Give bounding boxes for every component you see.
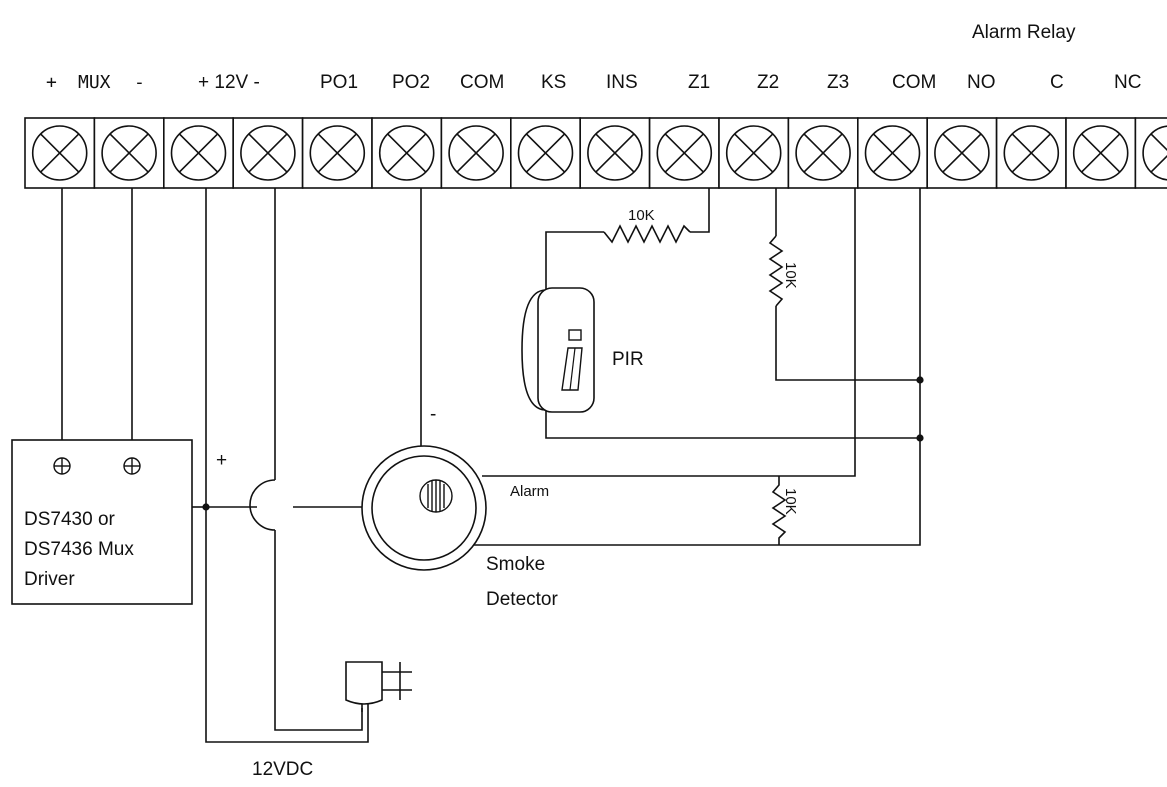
smoke-alarm-label: Alarm — [510, 483, 549, 500]
mux-driver-box: DS7430 or DS7436 Mux Driver — [11, 439, 193, 605]
supply-label: 12VDC — [252, 759, 313, 780]
wires — [61, 188, 921, 743]
screw-terminal — [163, 117, 235, 189]
screw-terminal — [1065, 117, 1137, 189]
resistor-z2-label: 10K — [782, 262, 799, 289]
alarm-relay-title: Alarm Relay — [972, 22, 1076, 43]
terminal-label-z3: Z3 — [827, 72, 849, 93]
junction-dot — [916, 376, 924, 384]
screw-terminal — [440, 117, 512, 189]
terminal-label-po2: PO2 — [392, 72, 430, 93]
screw-terminal — [93, 117, 165, 189]
screw-terminal — [579, 117, 651, 189]
terminal-label-no: NO — [967, 72, 996, 93]
terminal-label-z2: Z2 — [757, 72, 779, 93]
mux-label-line2: DS7436 Mux — [24, 539, 134, 560]
terminal-label-nc: NC — [1114, 72, 1141, 93]
terminal-label-ins: INS — [606, 72, 638, 93]
smoke-label-line1: Smoke — [486, 554, 545, 575]
pir-detector: PIR — [521, 287, 644, 413]
screw-terminal — [232, 117, 304, 189]
terminal-label-mux-plus: + — [46, 72, 57, 93]
resistor-z3-label: 10K — [782, 488, 799, 515]
terminal-label-z1: Z1 — [688, 72, 710, 93]
power-adapter-icon — [345, 661, 412, 712]
screw-terminal — [1134, 117, 1167, 189]
terminal-label-mux-minus: - — [134, 72, 145, 93]
terminal-label-com: COM — [460, 72, 504, 93]
smoke-minus-label: - — [430, 404, 436, 425]
screw-terminal — [24, 117, 96, 189]
smoke-label-line2: Detector — [486, 589, 558, 610]
screw-terminal — [787, 117, 859, 189]
terminal-label-ks: KS — [541, 72, 566, 93]
screw-terminal — [509, 117, 581, 189]
mux-label-line3: Driver — [24, 569, 75, 590]
screw-terminal — [648, 117, 720, 189]
pir-label: PIR — [612, 349, 644, 370]
junction-dot — [916, 434, 924, 442]
junction-dot — [202, 503, 210, 511]
smoke-detector: - Alarm Smoke Detector — [361, 404, 558, 610]
screw-terminal — [856, 117, 928, 189]
terminal-label-12v: + 12V - — [198, 72, 260, 93]
plus-12v-label: + — [216, 450, 227, 471]
terminal-label-c: C — [1050, 72, 1064, 93]
screw-terminal — [301, 117, 373, 189]
screw-terminal — [371, 117, 443, 189]
terminal-label-mux: MUX — [78, 72, 111, 93]
screw-terminal — [995, 117, 1067, 189]
terminal-label-po1: PO1 — [320, 72, 358, 93]
screw-terminal — [718, 117, 790, 189]
terminal-strip — [24, 117, 1167, 189]
terminal-label-com-2: COM — [892, 72, 936, 93]
screw-terminal — [926, 117, 998, 189]
mux-label-line1: DS7430 or — [24, 509, 116, 530]
resistor-z1-label: 10K — [628, 207, 655, 224]
